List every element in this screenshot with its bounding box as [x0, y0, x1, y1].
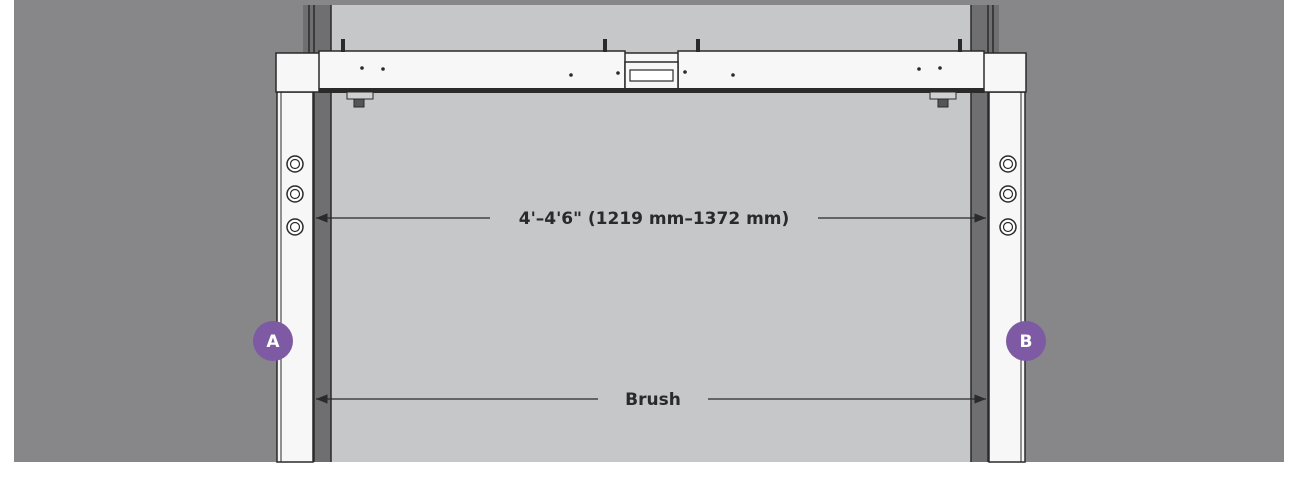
bottom-dimension: Brush	[316, 390, 986, 410]
left-frame-post	[276, 91, 314, 463]
badge-a-label: A	[266, 332, 280, 352]
right-knobs	[999, 155, 1017, 236]
badge-b: B	[1006, 321, 1046, 361]
bottom-dimension-label: Brush	[625, 390, 681, 410]
top-dimension: 4'–4'6" (1219 mm–1372 mm)	[316, 209, 986, 229]
badge-a: A	[253, 321, 293, 361]
right-frame-post	[988, 91, 1026, 463]
top-dimension-label: 4'–4'6" (1219 mm–1372 mm)	[519, 209, 790, 229]
left-knobs	[286, 155, 304, 236]
badge-b-label: B	[1020, 332, 1033, 352]
header-frame	[275, 39, 1027, 108]
